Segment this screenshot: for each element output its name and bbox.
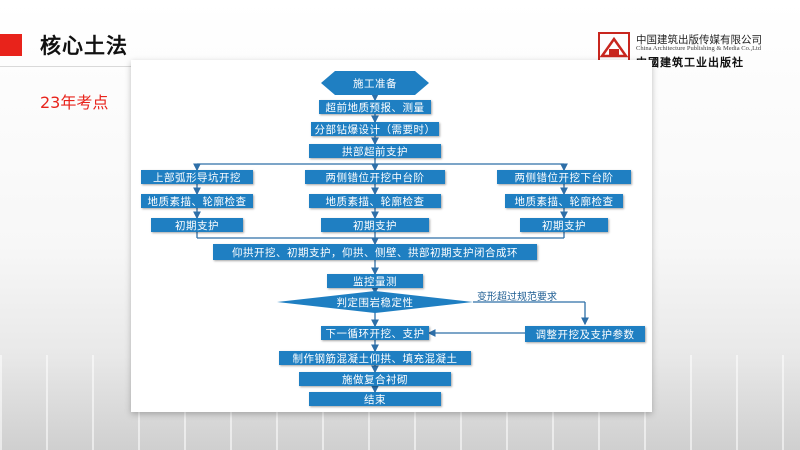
node-right-support: 初期支护 (520, 218, 608, 232)
start-node: 施工准备 (353, 77, 397, 90)
node-right-geo-check: 地质素描、轮廓检查 (505, 194, 623, 208)
node-left-excavation: 上部弧形导坑开挖 (141, 170, 253, 184)
node-left-support: 初期支护 (151, 218, 243, 232)
node-advance-support: 拱部超前支护 (309, 144, 441, 158)
node-left-geo-check: 地质素描、轮廓检查 (141, 194, 253, 208)
node-rebar-invert: 制作钢筋混凝土仰拱、填充混凝土 (279, 351, 471, 365)
edge-label-deformation: 变形超过规范要求 (477, 292, 557, 303)
node-geo-forecast: 超前地质预报、测量 (319, 100, 431, 114)
node-composite-lining: 施做复合衬砌 (299, 372, 451, 386)
node-next-cycle: 下一循环开挖、支护 (321, 326, 429, 340)
node-middle-excavation: 两侧错位开挖中台阶 (305, 170, 445, 184)
publisher-logo-block: 中国建筑出版传媒有限公司 China Architecture Publishi… (598, 30, 798, 70)
publisher-name-cn: 中国建筑出版传媒有限公司 (636, 34, 762, 46)
end-node: 结束 (309, 392, 441, 406)
publisher-name-en: China Architecture Publishing & Media Co… (636, 45, 762, 52)
node-monitoring: 监控量测 (327, 274, 423, 288)
node-adjust-params: 调整开挖及支护参数 (525, 326, 645, 342)
decision-node-shape (277, 291, 473, 313)
flowchart-panel: 施工准备 超前地质预报、测量 分部钻爆设计（需要时） 拱部超前支护 上部弧形导坑… (131, 60, 652, 412)
node-invert-closure: 仰拱开挖、初期支护，仰拱、侧壁、拱部初期支护闭合成环 (213, 244, 537, 260)
start-node-shape (321, 71, 429, 95)
exam-point-label: 23年考点 (40, 93, 109, 112)
flowchart-connectors (193, 71, 589, 394)
page-title: 核心土法 (40, 34, 128, 58)
node-right-excavation: 两侧错位开挖下台阶 (497, 170, 631, 184)
decision-node: 判定围岩稳定性 (336, 296, 414, 309)
title-accent-bar (0, 34, 22, 56)
node-blast-design: 分部钻爆设计（需要时） (311, 122, 439, 136)
node-middle-support: 初期支护 (321, 218, 429, 232)
node-middle-geo-check: 地质素描、轮廓检查 (309, 194, 441, 208)
publisher-name-calligraphy: 中國建筑工业出版社 (636, 56, 744, 69)
